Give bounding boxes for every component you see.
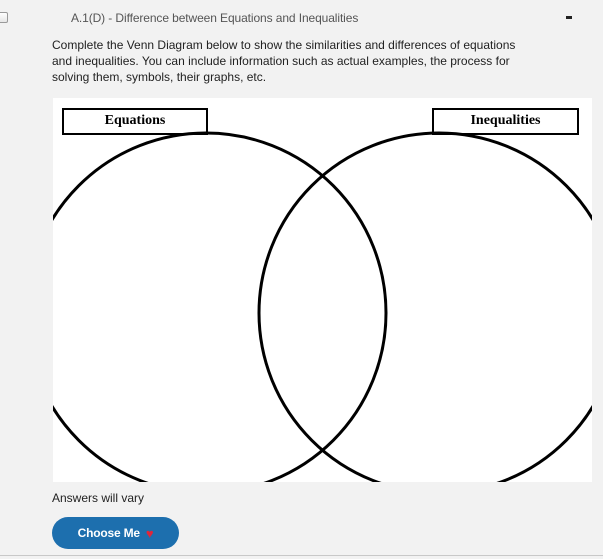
choose-me-button[interactable]: Choose Me ♥	[52, 517, 179, 549]
inequalities-label: Inequalities	[432, 108, 579, 135]
equations-circle	[53, 131, 388, 482]
item-select-checkbox[interactable]	[0, 12, 8, 23]
answer-note: Answers will vary	[52, 491, 145, 505]
heart-icon: ♥	[145, 525, 154, 541]
venn-diagram: Equations Inequalities	[53, 98, 592, 482]
venn-circles	[53, 131, 592, 482]
item-title: A.1(D) - Difference between Equations an…	[71, 11, 359, 25]
choose-me-label: Choose Me	[77, 526, 140, 540]
collapse-button[interactable]	[564, 10, 576, 26]
minus-icon	[566, 16, 572, 19]
instructions-text: Complete the Venn Diagram below to show …	[52, 38, 516, 84]
inequalities-circle	[257, 131, 592, 482]
divider	[0, 555, 603, 556]
equations-label: Equations	[62, 108, 208, 135]
